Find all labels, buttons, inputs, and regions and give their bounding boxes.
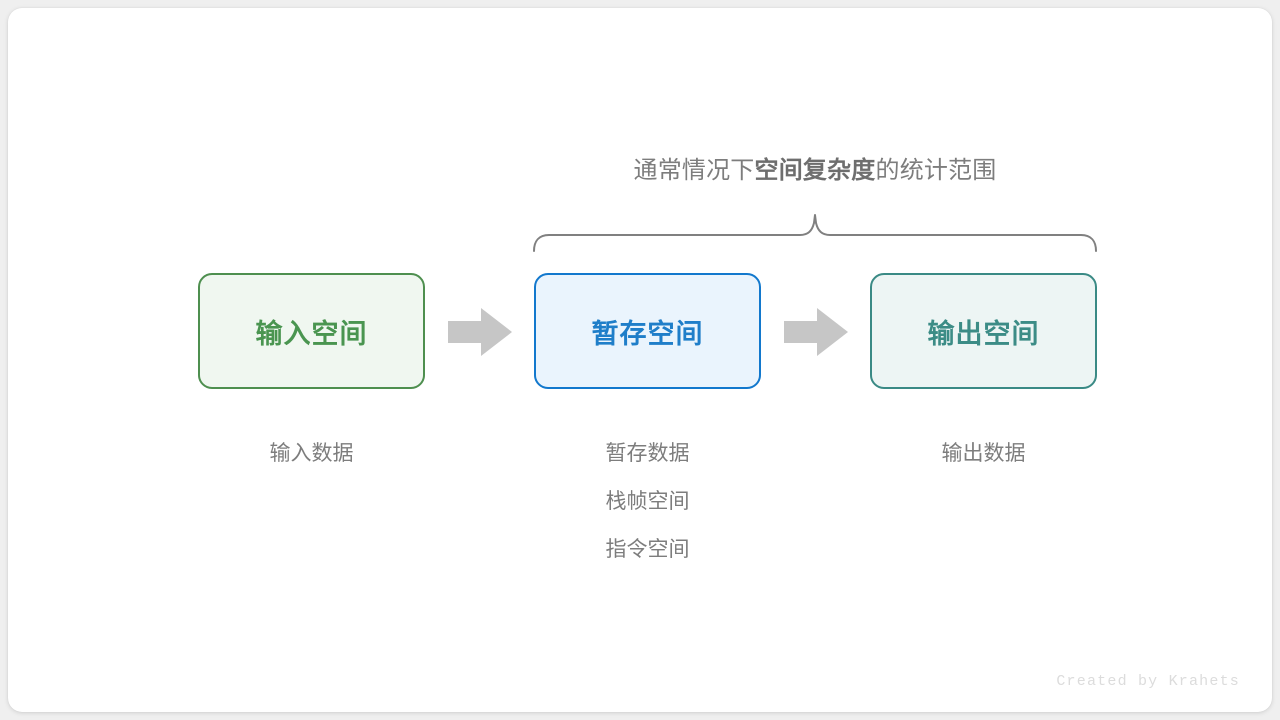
sub-labels-output: 输出数据 <box>870 430 1097 478</box>
flow-box-temp-label: 暂存空间 <box>591 318 704 349</box>
sub-label: 暂存数据 <box>605 442 690 465</box>
flow-box-input[interactable]: 输入空间 <box>198 273 425 389</box>
scope-caption-emphasis: 空间复杂度 <box>754 157 876 184</box>
diagram-card: 通常情况下空间复杂度的统计范围 输入空间 暂存空间 输出空间 输入数据 <box>8 8 1272 712</box>
arrow-right-icon <box>784 308 848 356</box>
flow-box-input-label: 输入空间 <box>255 318 368 349</box>
sub-label: 栈帧空间 <box>605 490 690 513</box>
flow-box-temp[interactable]: 暂存空间 <box>534 273 761 389</box>
scope-caption: 通常情况下空间复杂度的统计范围 <box>8 154 1272 188</box>
arrow-right-icon <box>448 308 512 356</box>
credit-text: Created by Krahets <box>1056 673 1240 690</box>
flow-box-output[interactable]: 输出空间 <box>870 273 1097 389</box>
curly-brace-icon <box>533 214 1097 252</box>
scope-caption-prefix: 通常情况下 <box>633 157 755 184</box>
sub-label: 输出数据 <box>941 442 1026 465</box>
flow-box-output-label: 输出空间 <box>927 318 1040 349</box>
scope-caption-suffix: 的统计范围 <box>875 157 997 184</box>
sub-labels-temp: 暂存数据 栈帧空间 指令空间 <box>534 430 761 574</box>
sub-labels-input: 输入数据 <box>198 430 425 478</box>
sub-label: 指令空间 <box>605 538 690 561</box>
sub-label: 输入数据 <box>269 442 354 465</box>
